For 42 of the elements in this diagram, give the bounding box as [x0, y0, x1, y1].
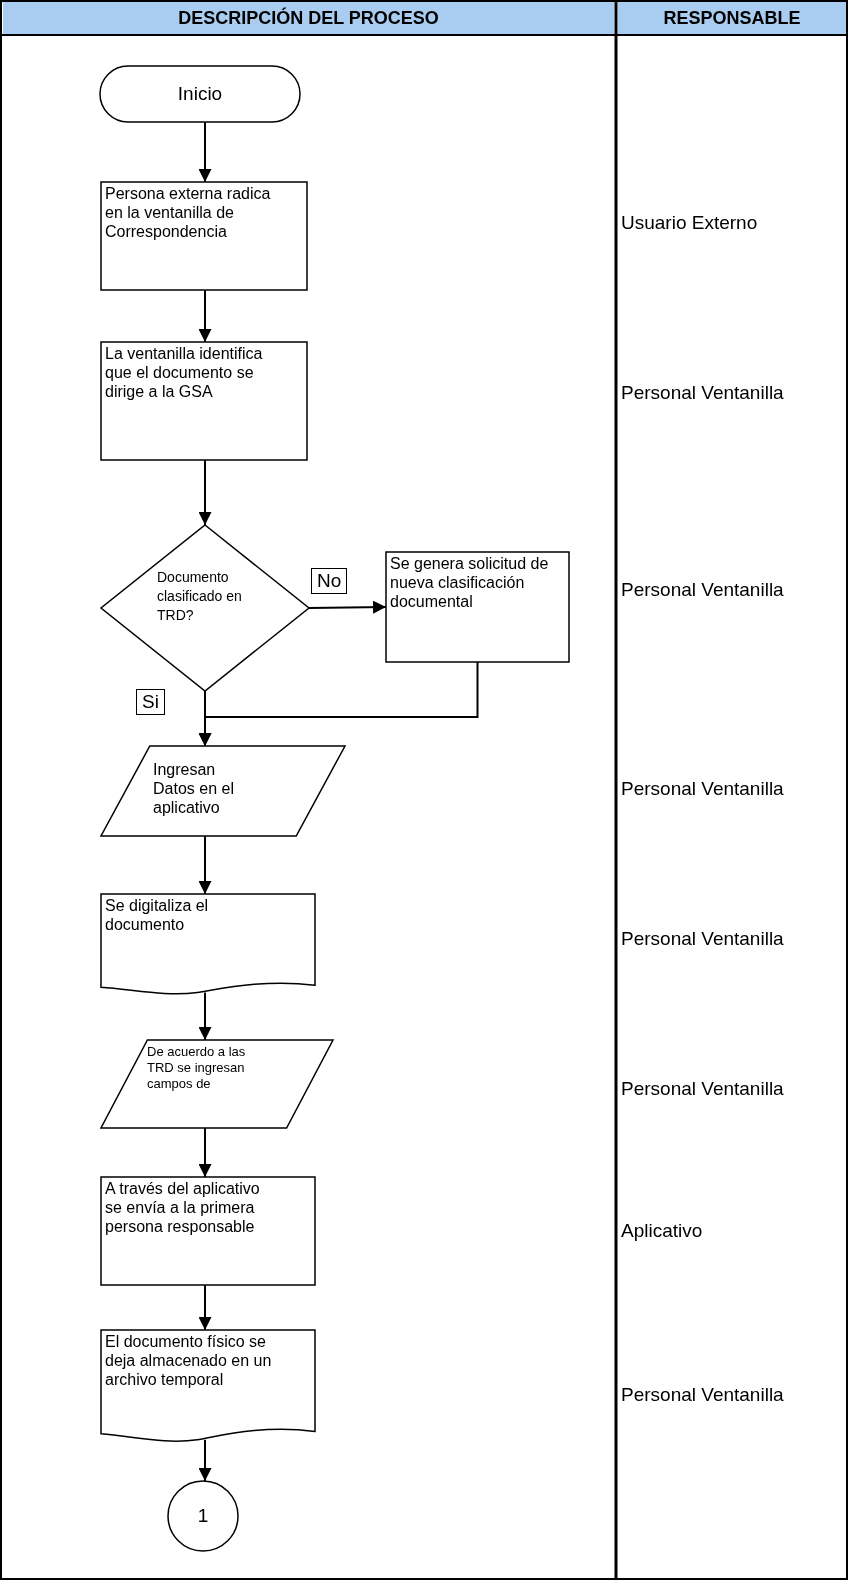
column-header: RESPONSABLE — [618, 2, 846, 34]
node-text: De acuerdo a las TRD se ingresan campos de — [147, 1044, 247, 1092]
arrow — [198, 661, 479, 747]
arrow — [198, 459, 212, 526]
node-text: Se digitaliza el documento — [105, 896, 210, 934]
process-box — [101, 1177, 315, 1285]
node-text: El documento físico se deja almacenado en un archivo temporal — [105, 1332, 273, 1389]
node-text: A través del aplicativo se envía a la primera persona responsable — [105, 1179, 261, 1236]
arrow — [198, 121, 212, 183]
node-text: La ventanilla identifica que el documento se dirige a la GSA — [105, 344, 264, 401]
responsible-text: Aplicativo — [621, 1220, 703, 1242]
process-box — [101, 342, 307, 460]
process-box — [386, 552, 569, 662]
node-text: Documento clasificado en TRD? — [157, 568, 243, 625]
arrow — [198, 835, 212, 895]
arrow — [198, 991, 212, 1041]
responsible-text: Personal Ventanilla — [621, 1078, 784, 1100]
node-text: Inicio — [176, 83, 224, 105]
arrow — [198, 1438, 212, 1482]
responsible-text: Personal Ventanilla — [621, 778, 784, 800]
data-parallelogram — [101, 1040, 333, 1128]
node-text: Persona externa radica en la ventanilla de Correspondencia — [105, 184, 272, 241]
arrow — [198, 1284, 212, 1331]
node-text: Ingresan Datos en el aplicativo — [153, 760, 235, 817]
arrow — [198, 1127, 212, 1178]
arrow — [308, 600, 387, 614]
terminator-shape — [100, 66, 300, 122]
arrow — [198, 289, 212, 343]
data-parallelogram — [101, 746, 345, 836]
decision-diamond — [101, 525, 309, 691]
responsible-text: Personal Ventanilla — [621, 382, 784, 404]
edge-label: Si — [136, 689, 165, 715]
connector-circle — [168, 1481, 238, 1551]
node-text: Se genera solicitud de nueva clasificación documental — [390, 554, 550, 611]
responsible-text: Personal Ventanilla — [621, 579, 784, 601]
column-header: DESCRIPCIÓN DEL PROCESO — [3, 2, 614, 34]
responsible-text: Personal Ventanilla — [621, 1384, 784, 1406]
responsible-text: Personal Ventanilla — [621, 928, 784, 950]
node-text: 1 — [196, 1505, 210, 1527]
responsible-text: Usuario Externo — [621, 212, 758, 234]
process-box — [101, 182, 307, 290]
edge-label: No — [311, 568, 348, 594]
